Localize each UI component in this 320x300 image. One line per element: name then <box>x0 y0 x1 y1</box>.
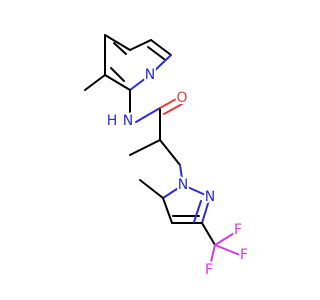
bond-nh-to-carbonyl <box>135 107 161 123</box>
bond-pyridine-3 <box>150 39 172 56</box>
bond-pyridine-5 <box>129 74 151 91</box>
fluorine-1-label: F <box>234 222 242 238</box>
bond-pyridine-6 <box>104 74 131 91</box>
bond-ch2-to-pyrazole <box>179 164 184 186</box>
bond-pyrazole-methyl <box>139 179 164 199</box>
amide-h-label: H <box>107 113 118 129</box>
fluorine-2-label: F <box>240 247 248 263</box>
molecule-structure: N N H O N N F F F <box>84 34 250 280</box>
fluorine-3-label: F <box>205 262 213 278</box>
bond-cf3-carbon <box>201 222 216 246</box>
pyrazole-n1-label: N <box>178 177 188 193</box>
bond-pyridine-double-1 <box>113 42 127 55</box>
bond-carbonyl-o-2 <box>163 103 183 115</box>
bond-pyridine-double-2 <box>147 46 165 60</box>
bond-pyrazole-4 <box>162 197 173 224</box>
bond-cf3-f3 <box>209 244 216 267</box>
bond-pyridine-2 <box>129 39 152 51</box>
bond-pyridine-double-3 <box>110 67 125 82</box>
bond-cf3-f1 <box>214 231 237 246</box>
bond-carbonyl-o-1 <box>159 97 179 109</box>
amide-nh-label: N <box>123 113 133 129</box>
bond-pyrazole-2 <box>201 196 211 224</box>
molecule-canvas: N N H O N N F F F <box>84 34 250 280</box>
bond-pyridine-1 <box>104 34 131 51</box>
bond-alpha-methyl <box>129 139 161 156</box>
bond-alpha-ch2 <box>159 139 181 166</box>
bond-pyrazole-1 <box>182 184 211 198</box>
pyrazole-n2-label: N <box>205 189 215 205</box>
bond-pyridine-4 <box>149 54 172 76</box>
carbonyl-o-label: O <box>176 90 187 106</box>
bond-pyrazole-double-2 <box>193 200 202 223</box>
bond-pyridine-methyl <box>84 74 106 91</box>
bond-pyrazole-5 <box>162 184 184 199</box>
pyridine-n-label: N <box>145 67 155 83</box>
bond-cf3-f2 <box>214 244 241 256</box>
